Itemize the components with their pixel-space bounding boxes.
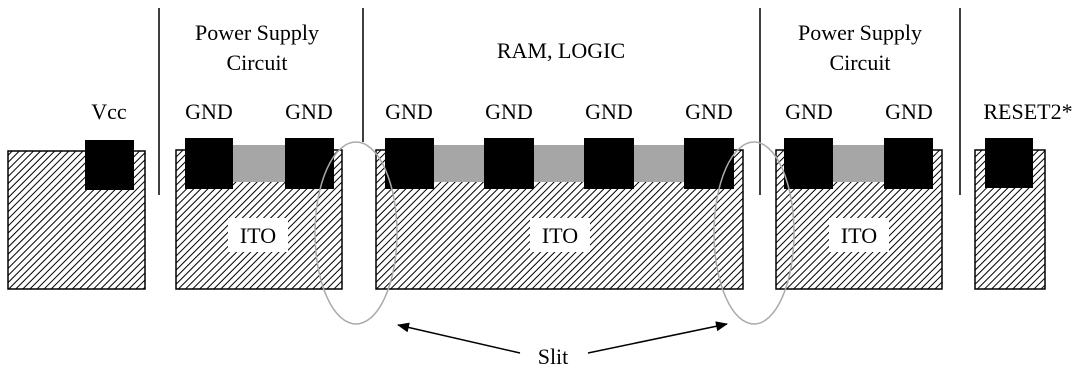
slit-label: Slit [538, 344, 569, 369]
gnd-bridges [233, 145, 884, 182]
ito-label-bg [829, 218, 889, 252]
gnd-bridge [833, 145, 884, 182]
slit-ellipse-right [713, 141, 795, 325]
pin-label-gnd: GND [485, 99, 533, 124]
ito-label: ITO [542, 223, 578, 248]
pad-gnd [385, 138, 434, 189]
power-supply-right-line2: Circuit [829, 50, 890, 75]
pad-gnd [484, 138, 534, 189]
ito-labels: ITO ITO ITO [228, 218, 889, 252]
pin-label-gnd: GND [685, 99, 733, 124]
pin-label-reset: RESET2* [983, 99, 1072, 124]
gnd-bridge [233, 145, 285, 182]
pin-label-vcc: Vcc [91, 99, 127, 124]
pad-gnd [285, 138, 334, 189]
pad-gnd [584, 138, 634, 189]
slit-markers [314, 141, 795, 325]
power-supply-left-line2: Circuit [226, 50, 287, 75]
power-supply-left-line1: Power Supply [195, 20, 319, 45]
ram-logic-title: RAM, LOGIC [497, 38, 625, 63]
pin-label-gnd: GND [785, 99, 833, 124]
ito-label: ITO [240, 223, 276, 248]
gnd-bridge [434, 145, 484, 182]
pad-vcc [85, 140, 134, 190]
power-supply-right-line1: Power Supply [798, 20, 922, 45]
section-titles: Power Supply Circuit RAM, LOGIC Power Su… [195, 20, 922, 75]
pad-gnd [185, 138, 233, 189]
ito-label-bg [530, 218, 590, 252]
pin-label-gnd: GND [885, 99, 933, 124]
pin-label-gnd: GND [285, 99, 333, 124]
pad-reset [985, 138, 1033, 188]
pads [85, 138, 1033, 190]
pin-label-gnd: GND [585, 99, 633, 124]
pad-gnd [884, 138, 933, 189]
slit-callout: Slit [397, 321, 728, 369]
pin-label-gnd: GND [185, 99, 233, 124]
pad-gnd [684, 138, 734, 189]
gnd-bridge [534, 145, 584, 182]
slit-arrow-left [397, 322, 521, 354]
slit-arrow-right [587, 321, 728, 354]
ito-label-bg [228, 218, 288, 252]
section-dividers [158, 8, 961, 195]
pin-labels: Vcc GND GND GND GND GND GND GND GND RESE… [91, 99, 1072, 124]
pad-gnd [784, 138, 833, 189]
gnd-bridge [634, 145, 684, 182]
slit-ellipse-left [314, 141, 398, 325]
pin-label-gnd: GND [385, 99, 433, 124]
ito-label: ITO [841, 223, 877, 248]
